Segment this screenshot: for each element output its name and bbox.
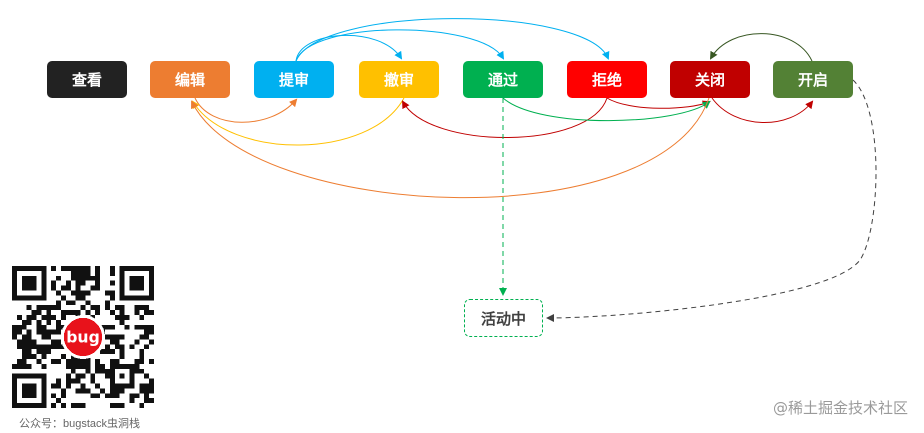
state-close: 关闭 — [670, 61, 750, 98]
arrow-submit-to-pass — [295, 29, 505, 62]
state-submit: 提审 — [254, 61, 334, 98]
arrow-submit-to-reject — [295, 18, 610, 62]
arrow-open-to-active — [546, 79, 877, 322]
qr-code-icon: bug — [12, 266, 154, 408]
state-revoke: 撤审 — [359, 61, 439, 98]
qr-badge-label: bug — [66, 327, 100, 346]
state-pass: 通过 — [463, 61, 543, 98]
state-edit: 编辑 — [150, 61, 230, 98]
arrow-open-to-close — [709, 33, 813, 62]
arrow-revoke-to-edit — [191, 97, 405, 146]
state-reject: 拒绝 — [567, 61, 647, 98]
arrow-pass-to-close — [502, 97, 711, 122]
arrow-close-to-open — [711, 97, 814, 123]
arrow-submit-to-revoke — [295, 34, 403, 62]
arrow-reject-to-close — [606, 97, 711, 109]
state-active: 活动中 — [464, 299, 543, 337]
arrow-edit-to-submit — [194, 97, 298, 123]
arrow-close-to-edit — [191, 97, 710, 199]
state-open: 开启 — [773, 61, 853, 98]
qr-caption: 公众号：bugstack虫洞栈 — [19, 418, 141, 430]
state-view: 查看 — [47, 61, 127, 98]
watermark: @稀土掘金技术社区 — [772, 399, 908, 417]
arrow-reject-to-revoke — [402, 97, 608, 138]
